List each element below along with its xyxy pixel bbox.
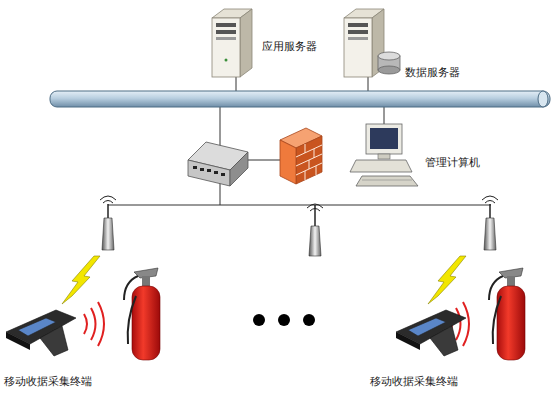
wireless-signal (62, 256, 466, 304)
fire-extinguisher (489, 268, 525, 360)
antenna-icon (314, 205, 316, 226)
firewall-icon (305, 144, 306, 153)
antenna-icon (102, 218, 114, 250)
rfid-wave (84, 314, 87, 334)
server-icon (225, 59, 228, 62)
server-icon (216, 37, 236, 40)
handheld-terminal (396, 310, 466, 356)
node-label: 移动收据采集终端 (4, 375, 92, 389)
firewall-icon (305, 171, 306, 180)
server-icon (378, 66, 400, 74)
rfid-wave (84, 302, 469, 346)
switch-icon (188, 160, 230, 186)
handheld-terminal (6, 332, 30, 350)
handheld-terminal (6, 310, 76, 356)
computer-node: 管理计算机 (350, 118, 495, 190)
antenna-icon (309, 226, 321, 256)
antenna-icon (489, 204, 491, 218)
fire-extinguisher (128, 296, 136, 344)
server-icon (344, 9, 400, 77)
antenna-icon (107, 204, 109, 218)
server-icon (348, 30, 368, 34)
switch-icon (188, 142, 248, 186)
server-icon (216, 30, 236, 34)
computer-icon (378, 154, 390, 159)
server-icon (344, 18, 372, 77)
computer-icon (370, 128, 398, 149)
firewall-icon (296, 144, 322, 180)
server-icon (216, 23, 236, 27)
network-wire (108, 205, 491, 206)
ellipsis-dots (253, 314, 315, 326)
rfid-wave (91, 308, 96, 340)
switch-icon (214, 171, 218, 174)
rfid-wave (98, 302, 104, 346)
switch-icon (207, 169, 211, 172)
node-label: 管理计算机 (425, 156, 480, 170)
antenna-icon (100, 196, 116, 250)
switch-icon (221, 173, 225, 176)
handheld-terminal (430, 326, 458, 356)
server-node: 数据服务器 (340, 8, 475, 83)
antenna-icon (307, 204, 323, 256)
node-label: 数据服务器 (405, 66, 460, 80)
node-label: 移动收据采集终端 (370, 375, 458, 389)
fire-extinguisher (124, 268, 160, 360)
server-icon (348, 37, 368, 40)
wireless-signal (62, 256, 100, 304)
antenna-icon (482, 196, 498, 250)
switch-icon (193, 166, 197, 169)
backbone-pipe (50, 91, 550, 107)
backbone-pipe (538, 91, 548, 107)
wireless-signal (428, 256, 466, 304)
ellipsis-dots (303, 314, 315, 326)
fire-extinguisher (507, 276, 515, 286)
antenna-icon (482, 196, 498, 203)
firewall-icon (309, 160, 310, 169)
computer-icon (356, 176, 418, 186)
antenna-icon (100, 196, 116, 203)
server-icon (240, 9, 252, 77)
handheld-terminal (40, 326, 68, 356)
terminal-node: 移动收据采集终端 (368, 305, 480, 395)
fire-extinguisher (493, 296, 501, 344)
firewall-icon (280, 140, 296, 184)
computer-icon (350, 160, 412, 172)
antenna-icon (484, 218, 496, 250)
ellipsis-dots (253, 314, 265, 326)
network-wire (384, 106, 385, 124)
firewall-icon (314, 149, 315, 158)
backbone-pipe (50, 91, 550, 107)
network-wire (368, 76, 369, 92)
firewall-icon (296, 145, 322, 157)
firewall-icon (296, 136, 322, 184)
node-label: 应用服务器 (262, 40, 317, 54)
server-icon (212, 9, 252, 77)
computer-icon (362, 180, 412, 181)
rfid-wave (456, 308, 461, 340)
computer-icon (350, 124, 418, 186)
handheld-terminal (396, 332, 420, 350)
terminal-node: 移动收据采集终端 (2, 305, 114, 395)
firewall-icon (280, 128, 322, 184)
firewall-icon (316, 166, 317, 175)
switch-icon (200, 168, 204, 171)
switch-icon (230, 152, 248, 186)
server-icon (348, 23, 368, 27)
server-node: 应用服务器 (205, 8, 330, 80)
server-icon (378, 52, 400, 60)
ellipsis-dots (278, 314, 290, 326)
rfid-wave (463, 302, 469, 346)
fire-extinguisher (142, 276, 150, 286)
computer-icon (366, 124, 402, 154)
network-wire (236, 76, 237, 92)
server-icon (212, 18, 240, 77)
